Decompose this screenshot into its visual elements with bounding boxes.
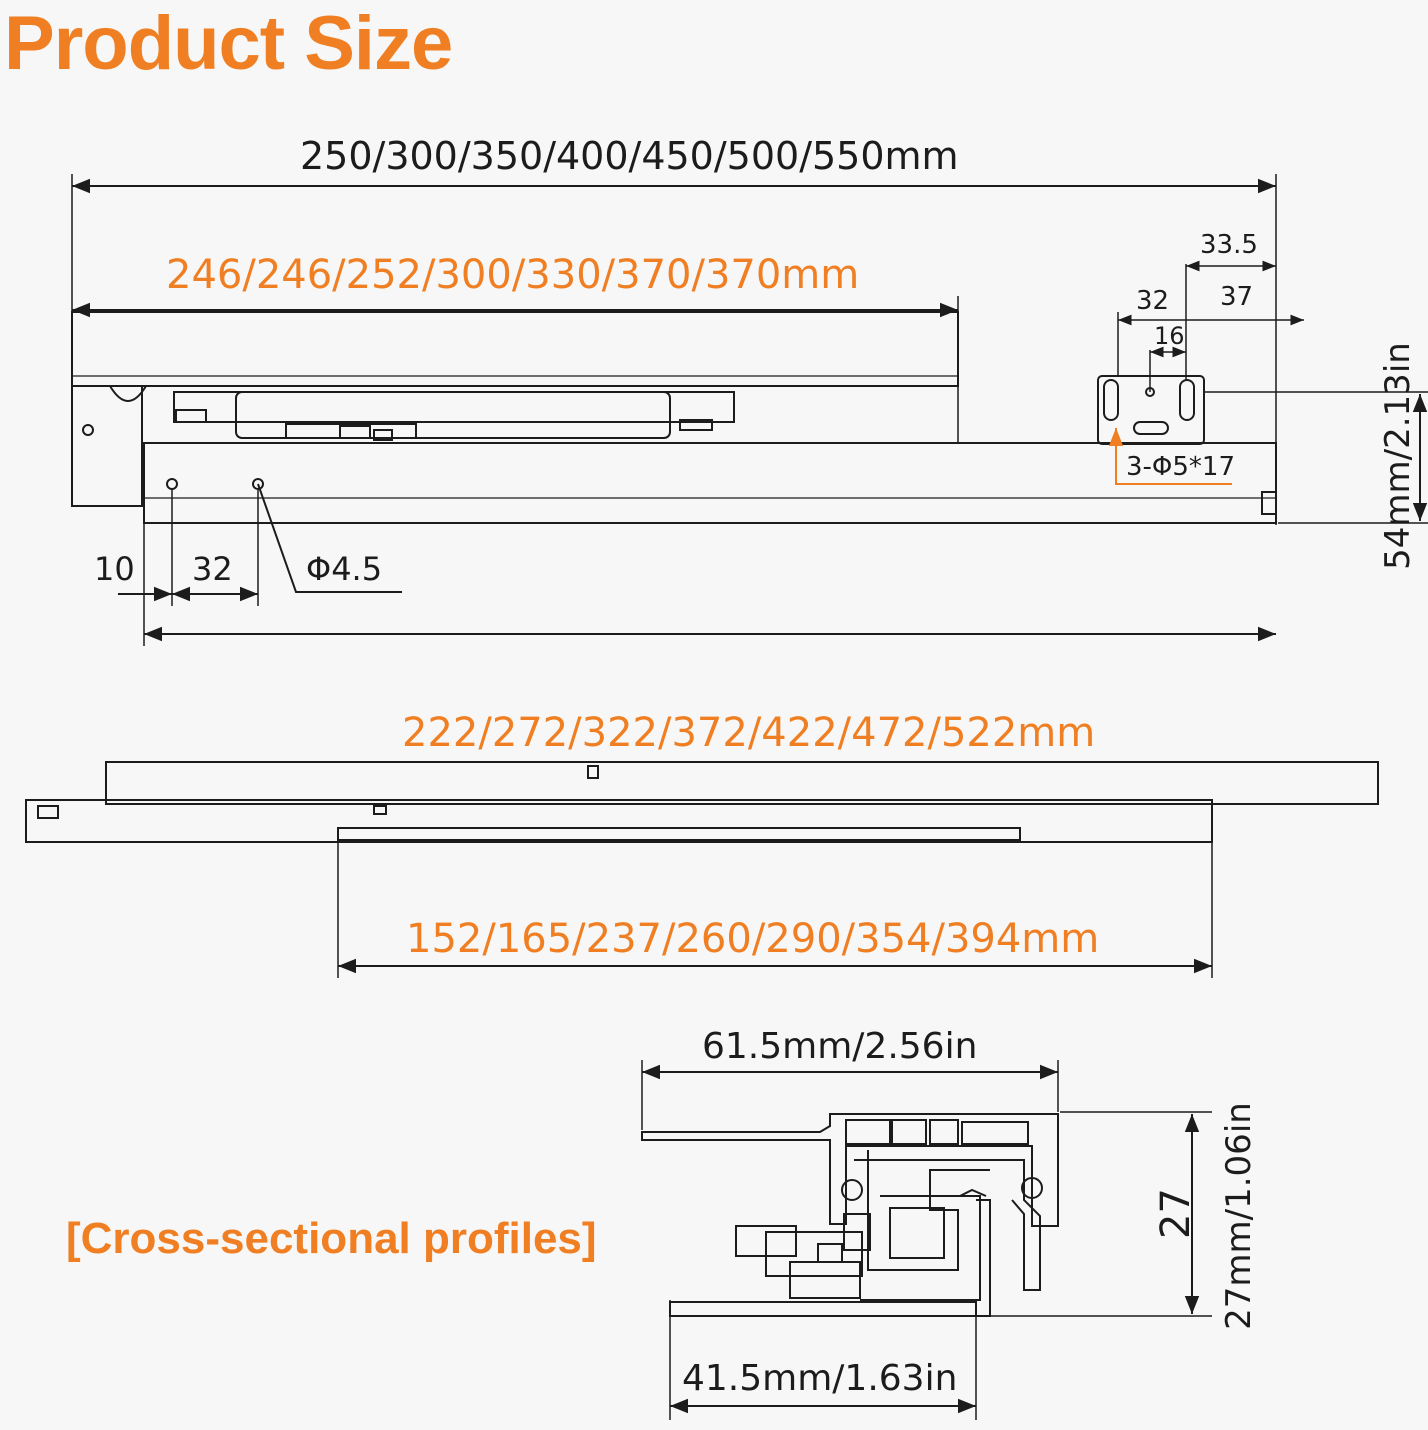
total-length-label: 250/300/350/400/450/500/550mm (300, 134, 959, 178)
profile-base (669, 1301, 977, 1317)
bracket-dim-32-label: 32 (1136, 286, 1170, 316)
top-view-drawing (71, 174, 1428, 646)
inner-length-label: 246/246/252/300/330/370/370mm (166, 252, 860, 298)
mounting-hole (166, 478, 178, 490)
upper-length-label: 222/272/322/372/422/472/522mm (402, 710, 1096, 756)
bracket-dim-37-label: 37 (1220, 282, 1254, 312)
rail-end-cap (71, 385, 143, 507)
side-view-drawing (25, 761, 1379, 978)
cross-section-drawing (641, 1060, 1212, 1420)
hole-diameter-label: Φ4.5 (306, 550, 383, 588)
lower-rail (143, 442, 1277, 524)
lower-member (25, 799, 1213, 843)
upper-rail (71, 311, 959, 387)
bracket-holes-leader (1108, 428, 1232, 485)
height-label: 54mm/2.13in (1378, 342, 1418, 570)
hole-diameter-leader (257, 483, 402, 593)
mounting-hole (252, 478, 264, 490)
bracket-dim-33-5-label: 33.5 (1200, 230, 1258, 260)
bottom-width-label: 41.5mm/1.63in (682, 1358, 958, 1399)
top-width-label: 61.5mm/2.56in (702, 1026, 978, 1067)
upper-member (105, 761, 1379, 805)
profile-height-short-label: 27 (1153, 1188, 1199, 1239)
profile-outline (641, 1113, 1059, 1227)
profile-height-full-label: 27mm/1.06in (1219, 1102, 1259, 1330)
page-title: Product Size (4, 1, 453, 86)
bracket-holes-label: 3-Φ5*17 (1126, 452, 1236, 482)
lower-length-label: 152/165/237/260/290/354/394mm (406, 916, 1100, 962)
hole-offset-label: 10 (94, 550, 135, 588)
bracket-dim-16-label: 16 (1154, 322, 1185, 350)
hole-spacing-label: 32 (192, 550, 233, 588)
cross-section-title: [Cross-sectional profiles] (66, 1214, 597, 1263)
slide-mechanism (235, 391, 671, 439)
rear-bracket (1097, 375, 1205, 445)
